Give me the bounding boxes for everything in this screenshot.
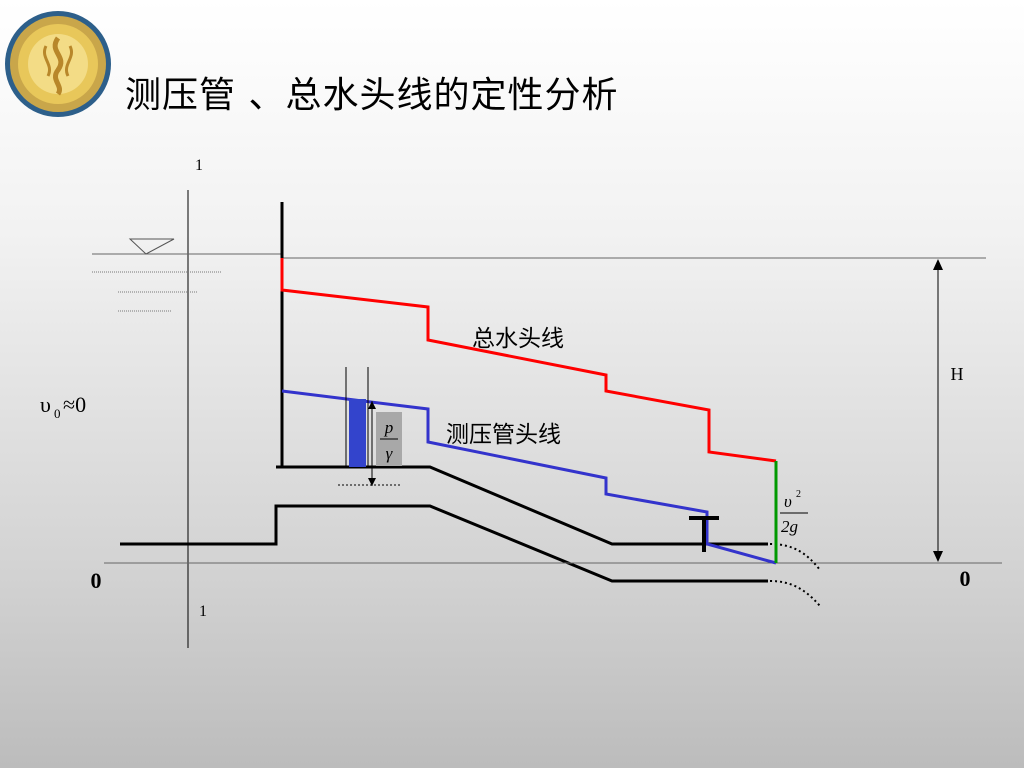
valve-icon	[689, 516, 719, 552]
total-head-line	[280, 258, 777, 463]
section-label-bottom: 1	[199, 603, 207, 620]
svg-text:2: 2	[796, 489, 801, 500]
svg-text:p: p	[384, 418, 394, 437]
university-logo	[2, 8, 114, 120]
svg-text:υ: υ	[784, 492, 792, 511]
piezometer-tube	[345, 367, 369, 467]
velocity-head-label: υ 2 2g	[780, 489, 808, 536]
outlet-jet-lower	[769, 580, 821, 607]
piezometric-head-line	[281, 389, 777, 565]
datum-label-left: 0	[91, 568, 102, 593]
page-title: 测压管 、总水头线的定性分析	[125, 75, 619, 116]
datum-label-right: 0	[960, 566, 971, 591]
pressure-head-dimension	[338, 401, 400, 486]
total-head-H-dimension	[933, 259, 943, 562]
piezometric-head-line-label: 测压管头线	[446, 422, 561, 448]
svg-text:υ: υ	[40, 392, 51, 417]
pressure-head-label: p γ	[376, 412, 402, 466]
total-head-H-label: H	[951, 364, 964, 384]
water-level-marker-icon	[128, 238, 175, 255]
svg-text:γ: γ	[386, 444, 394, 463]
pipe-lower-wall	[120, 504, 768, 583]
svg-text:2g: 2g	[781, 517, 798, 536]
section-label-top: 1	[195, 157, 203, 174]
total-head-line-label: 总水头线	[472, 326, 564, 352]
svg-text:0: 0	[54, 406, 61, 421]
approach-velocity-label: υ 0 ≈0	[40, 392, 86, 421]
svg-text:≈0: ≈0	[63, 392, 86, 417]
